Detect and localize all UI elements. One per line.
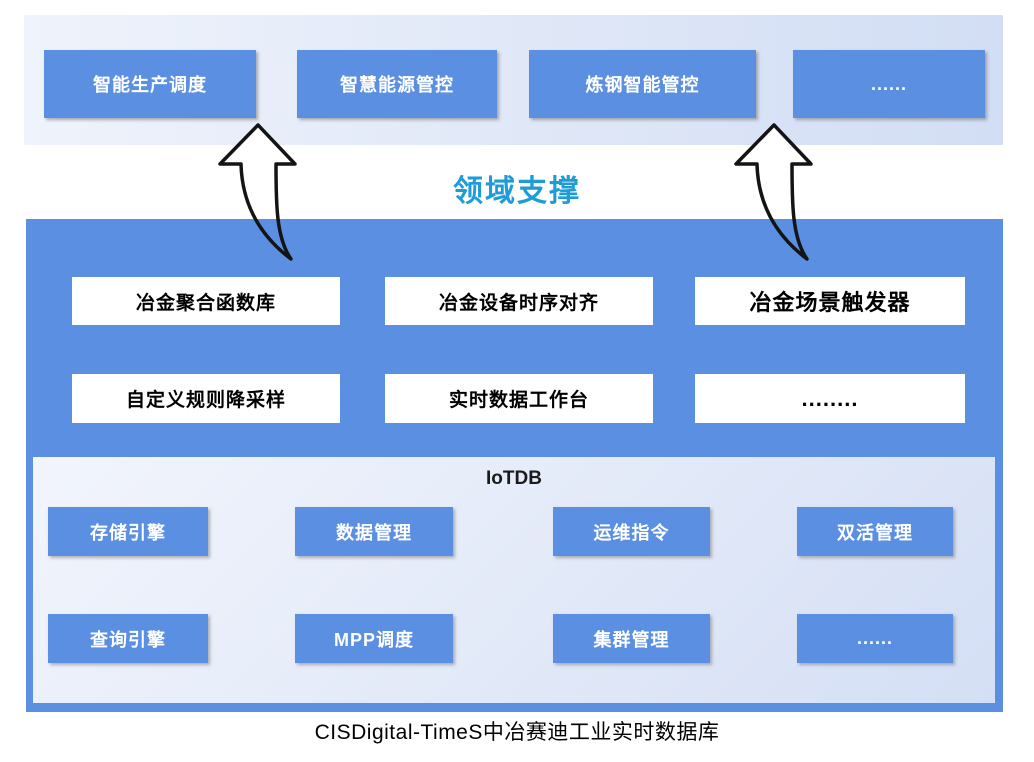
iotdb-module-label: 集群管理 (593, 629, 670, 650)
iotdb-module-label: MPP调度 (333, 629, 414, 650)
app-box-label: ...... (870, 73, 907, 94)
feature-box-ellipsis: ........ (695, 374, 965, 423)
feature-box-label: 实时数据工作台 (448, 390, 589, 411)
iotdb-module-ellipsis: ...... (797, 614, 953, 663)
iotdb-module-storage-engine: 存储引擎 (48, 507, 208, 556)
iotdb-panel: IoTDB 存储引擎 数据管理 运维指令 双活管理 查询引擎 MPP调度 集群管… (33, 457, 995, 703)
app-box-label: 炼钢智能管控 (585, 75, 700, 95)
app-box-label: 智能生产调度 (93, 75, 207, 95)
iotdb-module-cluster-management: 集群管理 (553, 614, 710, 663)
iotdb-module-label: 数据管理 (336, 522, 412, 543)
iotdb-module-active-active-management: 双活管理 (797, 507, 953, 556)
iotdb-module-label: 运维指令 (593, 522, 670, 543)
curved-up-arrow-left-icon (218, 123, 297, 261)
feature-box-custom-rule-downsampling: 自定义规则降采样 (72, 374, 340, 423)
curved-up-arrow-right-icon (734, 123, 813, 261)
application-layer-band: 智能生产调度 智慧能源管控 炼钢智能管控 ...... (24, 15, 1003, 145)
app-box-intelligent-production-scheduling: 智能生产调度 (44, 50, 256, 118)
diagram-caption: CISDigital-TimeS中冶赛迪工业实时数据库 (314, 721, 720, 744)
iotdb-module-label: 双活管理 (837, 522, 913, 543)
app-box-smart-energy-control: 智慧能源管控 (297, 50, 497, 118)
iotdb-module-label: 存储引擎 (90, 522, 166, 543)
feature-box-metallurgy-equipment-timeseries-alignment: 冶金设备时序对齐 (385, 277, 653, 325)
iotdb-module-label: ...... (856, 628, 893, 648)
iotdb-module-data-management: 数据管理 (295, 507, 453, 556)
feature-box-label: 冶金聚合函数库 (135, 292, 276, 314)
iotdb-module-mpp-scheduling: MPP调度 (295, 614, 453, 663)
platform-container: 冶金聚合函数库 冶金设备时序对齐 冶金场景触发器 自定义规则降采样 实时数据工作… (26, 219, 1003, 712)
domain-support-title: 领域支撑 (453, 175, 581, 208)
feature-box-realtime-data-workbench: 实时数据工作台 (385, 374, 653, 423)
iotdb-module-label: 查询引擎 (90, 629, 166, 650)
iotdb-module-ops-commands: 运维指令 (553, 507, 710, 556)
feature-box-metallurgy-scene-trigger: 冶金场景触发器 (695, 277, 965, 325)
feature-box-metallurgy-aggregate-function-library: 冶金聚合函数库 (72, 277, 340, 325)
iotdb-module-query-engine: 查询引擎 (48, 614, 208, 663)
iotdb-title: IoTDB (486, 468, 542, 489)
feature-box-label: 自定义规则降采样 (125, 390, 286, 411)
app-box-ellipsis: ...... (793, 50, 985, 118)
feature-box-label: 冶金场景触发器 (749, 290, 911, 315)
app-box-label: 智慧能源管控 (340, 75, 454, 95)
feature-box-label: ........ (801, 385, 859, 411)
feature-box-label: 冶金设备时序对齐 (438, 292, 599, 314)
app-box-steelmaking-intelligent-control: 炼钢智能管控 (529, 50, 756, 118)
